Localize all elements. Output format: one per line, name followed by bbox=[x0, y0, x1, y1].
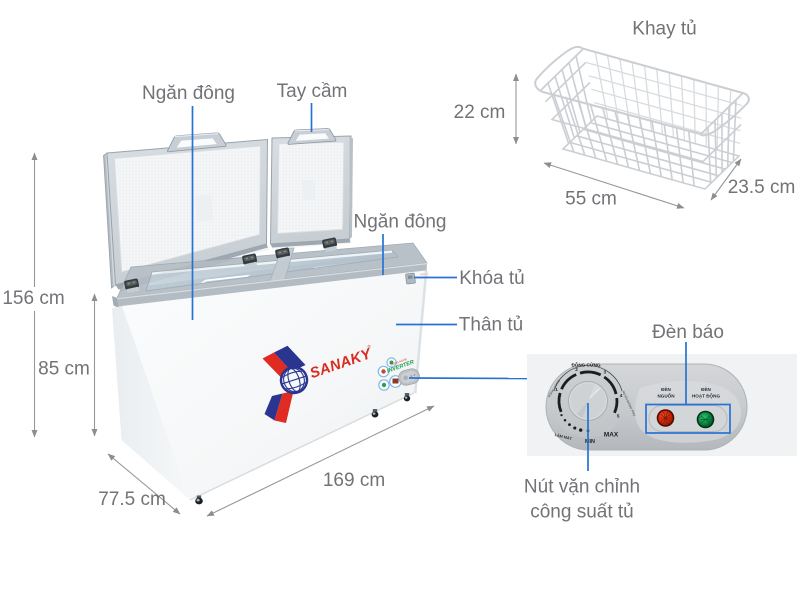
svg-text:ĐÈN: ĐÈN bbox=[661, 385, 671, 392]
svg-text:NGUỔN: NGUỔN bbox=[657, 393, 675, 399]
svg-text:Khóa tủ: Khóa tủ bbox=[459, 268, 525, 289]
svg-text:4: 4 bbox=[620, 393, 623, 398]
svg-text:Đèn báo: Đèn báo bbox=[652, 322, 724, 343]
svg-text:ĐÈN: ĐÈN bbox=[701, 385, 711, 392]
svg-text:169 cm: 169 cm bbox=[323, 470, 385, 491]
svg-text:ĐÔNG CỨNG: ĐÔNG CỨNG bbox=[571, 361, 601, 368]
svg-text:23.5 cm: 23.5 cm bbox=[728, 177, 796, 198]
svg-text:2: 2 bbox=[575, 367, 578, 372]
svg-text:Thân tủ: Thân tủ bbox=[459, 315, 523, 336]
svg-text:Tay cầm: Tay cầm bbox=[277, 81, 348, 102]
svg-text:Nút vặn chỉnh: Nút vặn chỉnh bbox=[524, 477, 640, 498]
svg-text:55 cm: 55 cm bbox=[565, 189, 617, 210]
svg-text:HOẠT ĐỘNG: HOẠT ĐỘNG bbox=[692, 392, 720, 399]
svg-text:LÀM MÁT: LÀM MÁT bbox=[554, 432, 573, 441]
svg-text:1: 1 bbox=[555, 387, 558, 392]
svg-text:MAX: MAX bbox=[604, 432, 619, 439]
svg-text:®: ® bbox=[366, 342, 372, 349]
svg-text:Ngăn đông: Ngăn đông bbox=[354, 212, 447, 233]
svg-text:85 cm: 85 cm bbox=[38, 359, 90, 380]
svg-text:CONG NGHE: CONG NGHE bbox=[390, 357, 408, 367]
svg-text:công suất tủ: công suất tủ bbox=[530, 502, 634, 523]
svg-text:156 cm: 156 cm bbox=[2, 288, 64, 309]
svg-text:Khay tủ: Khay tủ bbox=[632, 19, 696, 40]
svg-text:MIN: MIN bbox=[585, 439, 595, 445]
svg-text:3: 3 bbox=[604, 370, 607, 375]
svg-text:Ngăn đông: Ngăn đông bbox=[142, 83, 235, 104]
svg-text:77.5 cm: 77.5 cm bbox=[98, 489, 166, 510]
svg-text:22 cm: 22 cm bbox=[454, 102, 506, 123]
svg-text:5: 5 bbox=[617, 413, 620, 418]
